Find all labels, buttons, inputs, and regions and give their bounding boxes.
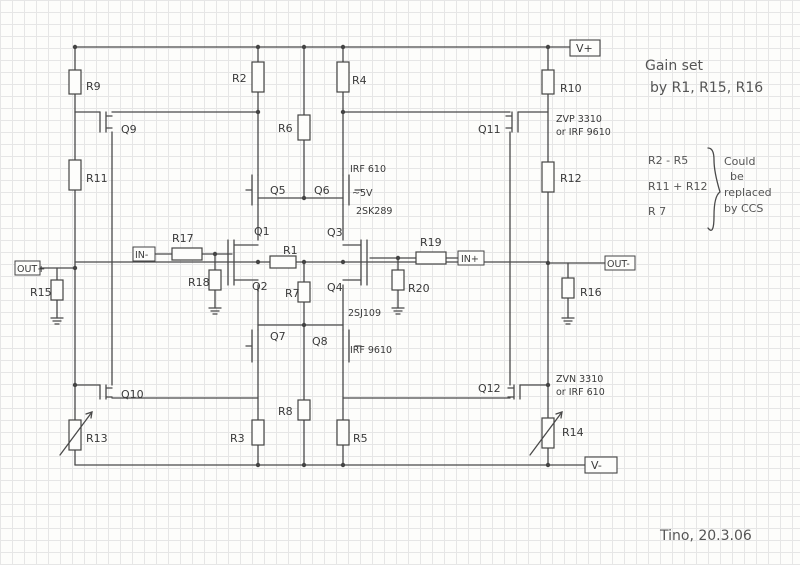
label-r15: R15 (30, 286, 52, 299)
label-q1: Q1 (254, 225, 270, 238)
label-r11: R11 (86, 172, 108, 185)
label-zvp-alt: or IRF 9610 (556, 127, 611, 138)
out-plus-port: OUT+ (14, 260, 45, 276)
label-r3: R3 (230, 432, 245, 445)
label-zvn-alt: or IRF 610 (556, 387, 605, 398)
svg-text:V+: V+ (576, 42, 593, 55)
label-r4: R4 (352, 74, 367, 87)
rails (74, 46, 586, 466)
label-2sk289: 2SK289 (356, 206, 392, 217)
vplus-rail-label: V+ (569, 39, 601, 57)
vminus-rail-label: V- (584, 456, 618, 474)
svg-text:Gain set: Gain set (645, 58, 704, 74)
label-r5: R5 (353, 432, 368, 445)
signature: Tino, 20.3.06 (659, 528, 752, 544)
label-r1: R1 (283, 244, 298, 257)
ccs-note: R2 - R5 R11 + R12 R 7 Could be replaced … (648, 147, 772, 231)
resistor-bodies (50, 61, 575, 456)
part-number-labels: IRF 610 ~5V 2SK289 2SJ109 IRF 9610 ZVP 3… (348, 114, 611, 398)
label-r17: R17 (172, 232, 194, 245)
label-r13: R13 (86, 432, 108, 445)
label-r2: R2 (232, 72, 247, 85)
label-q11: Q11 (478, 123, 501, 136)
svg-text:be: be (730, 170, 744, 183)
gain-note: Gain set by R1, R15, R16 (645, 58, 763, 96)
label-irf610: IRF 610 (350, 164, 386, 175)
label-r14: R14 (562, 426, 584, 439)
transistor-labels: Q1 Q2 Q3 Q4 Q5 Q6 Q7 Q8 Q9 Q10 Q11 Q12 (121, 123, 501, 401)
label-r12: R12 (560, 172, 582, 185)
label-r19: R19 (420, 236, 442, 249)
transistor-symbols (99, 111, 521, 400)
label-q7: Q7 (270, 330, 286, 343)
label-r6: R6 (278, 122, 293, 135)
label-irf9610: IRF 9610 (350, 345, 392, 356)
label-q3: Q3 (327, 226, 343, 239)
label-r10: R10 (560, 82, 582, 95)
label-zvn3310: ZVN 3310 (556, 374, 603, 385)
label-zvp3310: ZVP 3310 (556, 114, 602, 125)
label-r18: R18 (188, 276, 210, 289)
label-r8: R8 (278, 405, 293, 418)
label-q6: Q6 (314, 184, 330, 197)
label-q10: Q10 (121, 388, 144, 401)
in-minus-port: IN- (132, 246, 156, 262)
svg-text:replaced: replaced (724, 186, 772, 199)
svg-text:IN+: IN+ (461, 254, 479, 265)
junctions (72, 44, 551, 468)
svg-text:R11 + R12: R11 + R12 (648, 180, 708, 193)
svg-text:R2 - R5: R2 - R5 (648, 154, 688, 167)
svg-text:V-: V- (591, 459, 602, 472)
label-q2: Q2 (252, 280, 268, 293)
label-q8: Q8 (312, 335, 328, 348)
resistor-labels: R1 R2 R3 R4 R5 R6 R7 R8 R9 R10 R11 R12 R… (30, 72, 602, 445)
ground-symbols (50, 307, 575, 325)
label-q5: Q5 (270, 184, 286, 197)
svg-text:OUT+: OUT+ (17, 264, 45, 275)
label-r16: R16 (580, 286, 602, 299)
label-q12: Q12 (478, 382, 501, 395)
label-r7: R7 (285, 287, 300, 300)
label-2sj109: 2SJ109 (348, 308, 381, 319)
label-5v: ~5V (352, 188, 373, 199)
svg-text:by CCS: by CCS (724, 202, 763, 215)
out-minus-port: OUT- (604, 255, 636, 271)
center-wiring (154, 91, 459, 421)
label-r9: R9 (86, 80, 101, 93)
svg-text:OUT-: OUT- (607, 259, 630, 270)
label-r20: R20 (408, 282, 430, 295)
right-wiring (342, 93, 606, 466)
svg-text:by R1, R15, R16: by R1, R15, R16 (650, 80, 763, 96)
label-q4: Q4 (327, 281, 343, 294)
svg-text:Could: Could (724, 155, 755, 168)
svg-text:IN-: IN- (135, 250, 148, 261)
in-plus-port: IN+ (457, 250, 485, 266)
svg-text:R 7: R 7 (648, 205, 666, 218)
label-q9: Q9 (121, 123, 137, 136)
left-wiring (39, 93, 259, 466)
